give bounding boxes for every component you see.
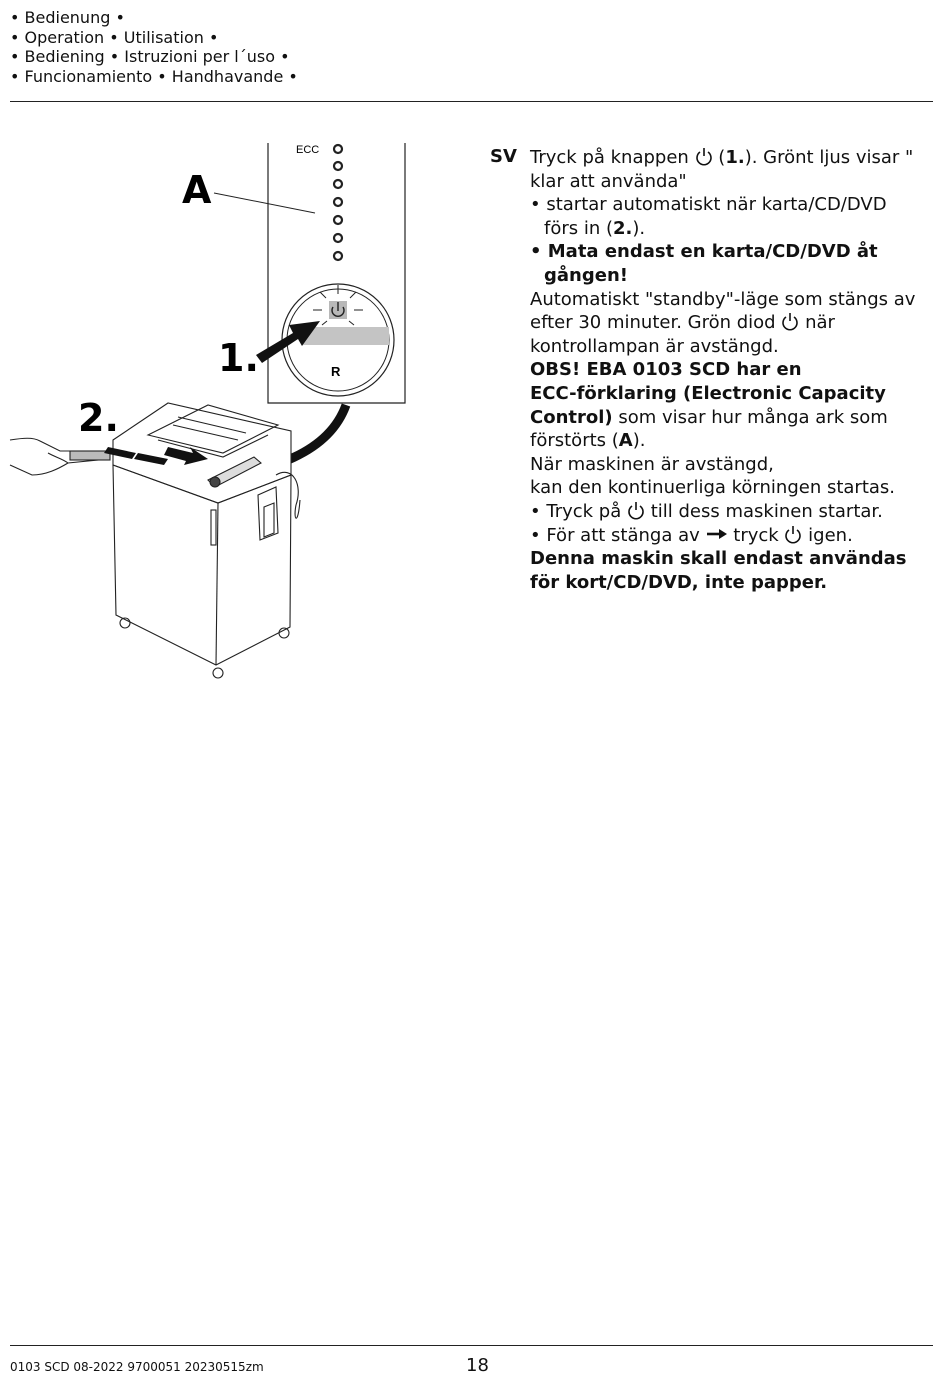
label-step-1: 1. [218, 336, 259, 380]
power-icon [785, 525, 802, 543]
ref-label-a: A [618, 430, 633, 452]
ecc-led [332, 178, 344, 190]
warning-bullet: • Mata endast en karta/CD/DVD åt [530, 241, 878, 263]
right-arrow-icon [706, 528, 727, 539]
power-icon [782, 313, 799, 331]
usage-warning: Denna maskin skall endast användas [530, 548, 907, 570]
bullet-item: • Tryck på [530, 500, 622, 522]
note-text: ECC-förklaring (Electronic Capacity [530, 382, 886, 404]
ref-step-1: 1. [725, 147, 745, 168]
text: klar att använda" [530, 170, 687, 192]
bottom-divider [10, 1345, 933, 1346]
note-heading: OBS! EBA 0103 SCD har en [530, 359, 802, 381]
hand-with-card [9, 437, 111, 476]
power-icon [628, 501, 644, 520]
text: som visar hur många ark som [612, 406, 888, 428]
text: kontrollampan är avstängd. [530, 335, 779, 357]
r-label: R [331, 364, 341, 379]
step-1-arrow [256, 321, 320, 363]
ecc-led [332, 196, 344, 208]
control-panel: ECC A R [182, 143, 406, 491]
text: ( [718, 147, 726, 168]
text: Tryck på knappen [530, 147, 689, 168]
note-text: Control) [530, 406, 613, 428]
text: tryck [733, 524, 779, 546]
text: kan den kontinuerliga körningen startas. [530, 477, 896, 499]
text: När maskinen är avstängd, [530, 453, 774, 475]
power-icon [331, 302, 345, 317]
glow-rays [313, 285, 363, 326]
text: ). [632, 217, 646, 239]
language-code: SV [490, 146, 517, 167]
power-icon [695, 148, 712, 166]
text: när [805, 312, 835, 334]
header-line: • Operation • Utilisation • [10, 27, 219, 47]
label-step-2: 2. [78, 396, 119, 440]
page-number: 18 [466, 1355, 489, 1376]
ecc-led [332, 160, 344, 172]
header-line: • Funcionamiento • Handhavande • [10, 66, 298, 86]
text: ). [632, 430, 646, 452]
label-a: A [182, 168, 212, 212]
shredder-illustration: ECC A R [9, 143, 406, 679]
text: ). Grönt ljus visar " [744, 147, 914, 168]
dial-slot [303, 327, 389, 345]
ecc-led-column [332, 143, 344, 262]
usage-warning: för kort/CD/DVD, inte papper. [530, 571, 828, 593]
ecc-led [332, 214, 344, 226]
top-divider [10, 101, 933, 102]
header-line: • Bediening • Istruzioni per l´uso • [10, 47, 290, 66]
ecc-led [332, 250, 344, 262]
text: efter 30 minuter. Grön diod [530, 312, 776, 334]
bullet-item: • startar automatiskt när karta/CD/DVD [530, 194, 887, 216]
shredder-body [112, 402, 301, 679]
text: igen. [808, 524, 853, 546]
ecc-label: ECC [296, 144, 319, 156]
header-line: • Bedienung • [10, 8, 125, 27]
instruction-text: Tryck på knappen (1.). Grönt ljus visar … [530, 146, 935, 594]
step-2-arrows [104, 447, 208, 465]
card [69, 450, 111, 461]
label-a-leader [213, 192, 316, 214]
bullet-item: • För att stänga av [530, 524, 700, 546]
text: förs in ( [544, 217, 614, 239]
ecc-led [332, 143, 344, 155]
warning-bullet-cont: gången! [544, 264, 628, 286]
ecc-led [332, 232, 344, 244]
text: till dess maskinen startar. [650, 500, 883, 522]
ref-step-2: 2. [613, 217, 633, 239]
page-header: • Bedienung • • Operation • Utilisation … [10, 8, 298, 86]
footer-document-id: 0103 SCD 08-2022 9700051 20230515zm [10, 1360, 264, 1374]
text: förstörts ( [530, 430, 619, 452]
text: Automatiskt "standby"-läge som stängs av [530, 288, 916, 310]
